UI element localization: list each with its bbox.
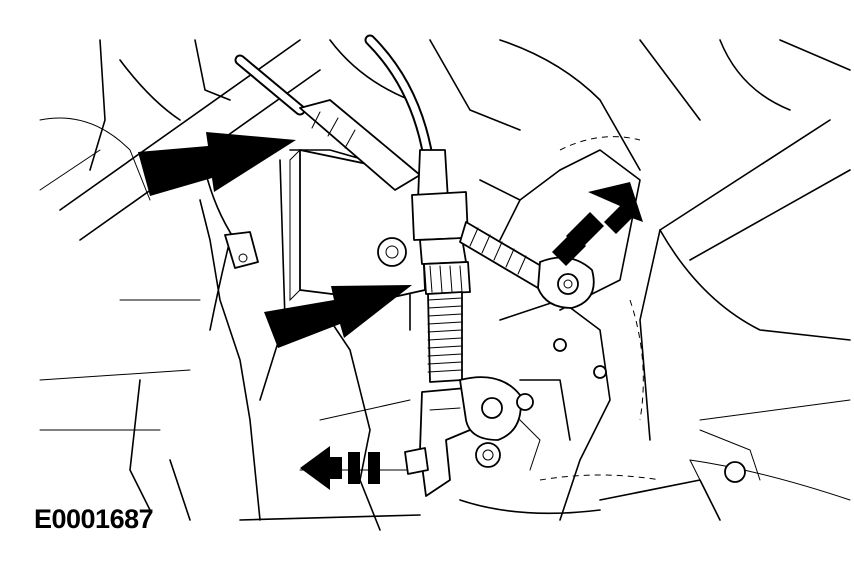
figure-id-label: E0001687 [34, 504, 154, 534]
vertical-cable [364, 34, 449, 201]
threaded-rod [427, 297, 463, 373]
cable-adjuster [411, 191, 471, 383]
lower-linkage [404, 338, 607, 497]
upper-shift-cable [234, 54, 421, 191]
movement-arrow-upper-right [552, 182, 643, 266]
callout-arrow-middle-left [264, 285, 412, 348]
callout-arrow-upper-left [138, 132, 296, 196]
callout-arrow-lower-left [300, 446, 380, 490]
